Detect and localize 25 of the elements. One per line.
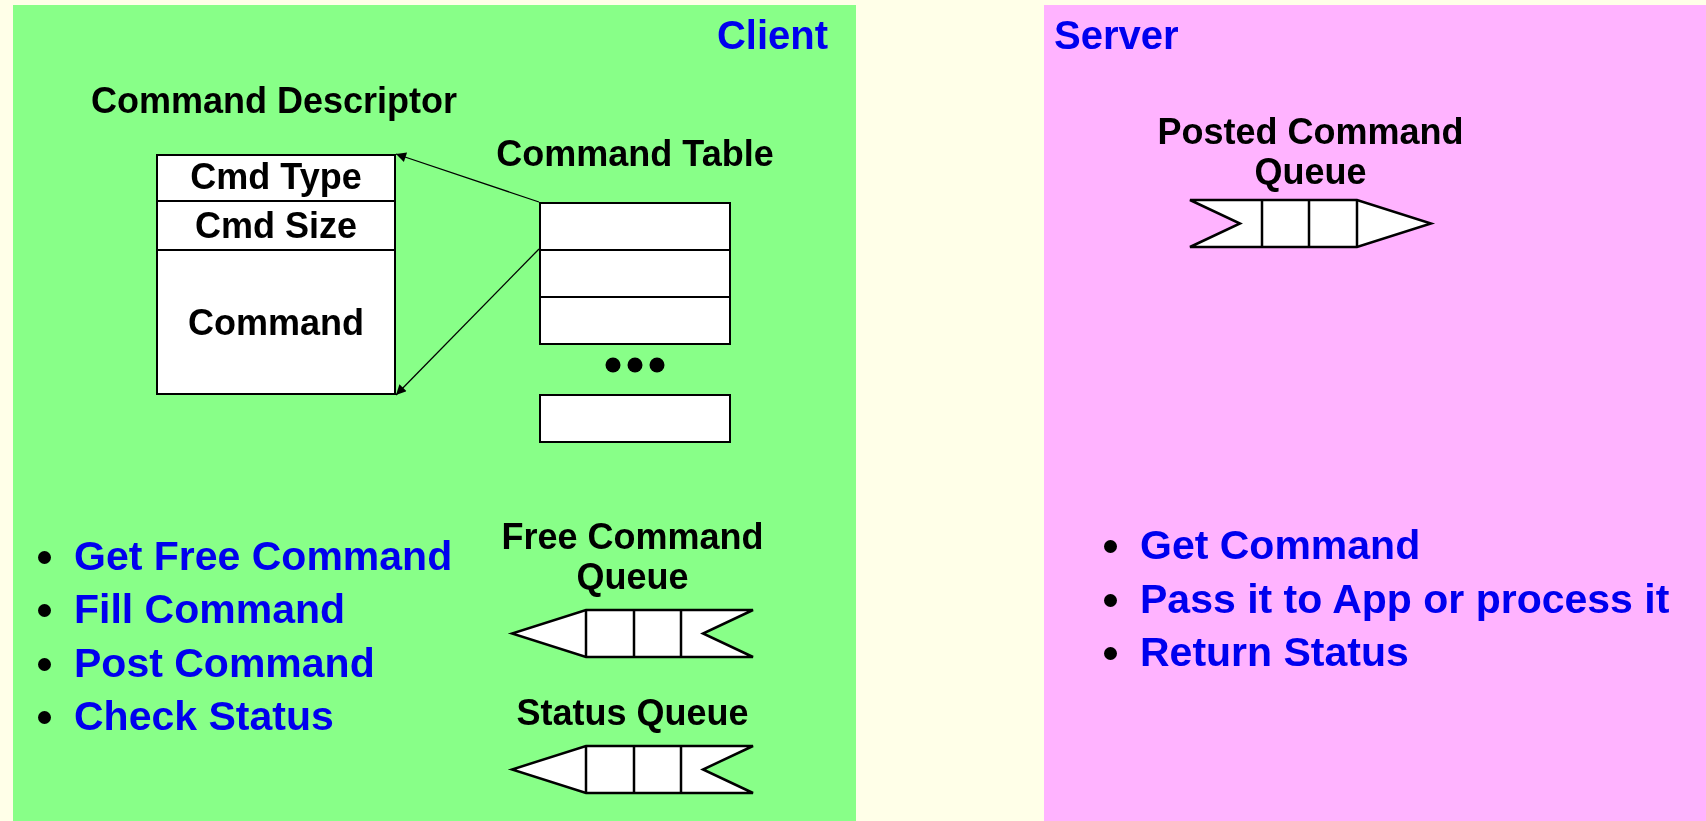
bullet-item: Fill Command: [74, 585, 346, 633]
box-heading: Command Descriptor: [91, 81, 458, 121]
queue-heading: Posted Command Queue: [1156, 112, 1465, 192]
table-row: [539, 296, 731, 345]
bullet-item: Get Free Command: [74, 532, 453, 580]
field-row: Cmd Type: [156, 154, 396, 202]
queue-heading: Status Queue: [515, 693, 750, 733]
table-heading: Command Table: [465, 134, 805, 174]
panel-title: Server: [1054, 13, 1179, 58]
panel-background: [13, 5, 856, 821]
bullet-item: Pass it to App or process it: [1140, 575, 1670, 623]
bullet-item: Check Status: [74, 692, 334, 740]
table-row: [539, 202, 731, 251]
table-row: [539, 394, 731, 443]
arrow: [395, 152, 540, 203]
bullet-item: Post Command: [74, 639, 375, 687]
field-row: Command: [156, 251, 396, 395]
table-row: [539, 249, 731, 298]
field-row: Cmd Size: [156, 202, 396, 251]
bullet-item: Return Status: [1140, 628, 1409, 676]
bullet-item: Get Command: [1140, 521, 1421, 569]
queue-heading: Free Command Queue: [500, 517, 765, 597]
panel-title: Client: [716, 13, 828, 58]
arrow: [395, 248, 540, 396]
panel-background: [1044, 5, 1706, 821]
